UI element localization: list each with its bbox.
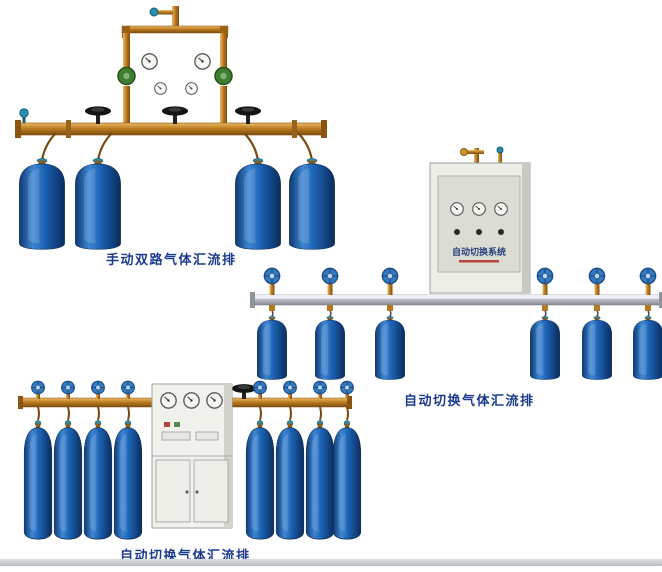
pigtail-hoses xyxy=(40,132,314,161)
valve-fitting xyxy=(460,148,468,156)
gas-cylinder xyxy=(256,316,288,380)
pigtail-hoses xyxy=(37,406,349,421)
door-handle xyxy=(185,490,189,494)
control-knob xyxy=(498,229,504,235)
pressure-gauge xyxy=(160,392,177,409)
station-valves xyxy=(31,380,354,399)
blue-handwheel xyxy=(321,267,339,285)
indicator-light xyxy=(174,422,180,427)
gas-cylinder xyxy=(529,316,561,380)
gas-cylinder xyxy=(75,158,121,250)
blue-handwheel xyxy=(536,267,554,285)
pressure-gauge xyxy=(194,53,211,70)
gas-cylinder xyxy=(19,158,65,250)
station-valves xyxy=(263,267,657,295)
pressure-regulator xyxy=(214,66,233,86)
blue-handwheel xyxy=(283,380,297,395)
caption-auto-switch-cabinet-manifold: 自动切换气体汇流排 xyxy=(404,394,535,409)
pressure-gauge xyxy=(494,202,508,216)
control-cabinet xyxy=(151,383,233,529)
pressure-gauge xyxy=(206,392,223,409)
pressure-gauge xyxy=(154,82,167,95)
blue-handwheel xyxy=(340,380,354,395)
black-handwheel xyxy=(234,106,262,116)
teal-valve-knob xyxy=(149,7,159,17)
black-handwheel xyxy=(84,106,112,116)
gas-cylinder xyxy=(275,420,305,540)
cabinet-door xyxy=(155,459,191,523)
gas-cylinder xyxy=(332,420,362,540)
black-handwheel xyxy=(161,106,189,116)
gas-cylinder xyxy=(314,316,346,380)
manifold-pipe xyxy=(15,108,327,138)
teal-valve-knob xyxy=(19,108,29,118)
caption-manual-dual-manifold: 手动双路气体汇流排 xyxy=(106,253,237,268)
pressure-gauge xyxy=(472,202,486,216)
cabinet-door xyxy=(193,459,229,523)
manual-manifold-illustration xyxy=(15,6,335,250)
blue-handwheel xyxy=(639,267,657,285)
blue-handwheel xyxy=(588,267,606,285)
gas-cylinder xyxy=(83,420,113,540)
manifold-pipe xyxy=(250,292,662,308)
pressure-gauge xyxy=(183,392,200,409)
pressure-gauge xyxy=(185,82,198,95)
auto-manifold-floor-illustration xyxy=(18,380,362,540)
header-pipe-assembly xyxy=(117,6,233,124)
pressure-regulator xyxy=(117,66,136,86)
shutoff-valve xyxy=(231,384,257,399)
indicator-light xyxy=(164,422,170,427)
blue-handwheel xyxy=(31,380,45,395)
cylinder-stations xyxy=(256,267,662,380)
cabinet-label: 自动切换系统 xyxy=(452,246,506,258)
gas-cylinder xyxy=(581,316,613,380)
gas-cylinder xyxy=(53,420,83,540)
black-handwheel xyxy=(231,384,257,393)
blue-handwheel xyxy=(313,380,327,395)
door-handle xyxy=(195,490,199,494)
bottom-divider xyxy=(0,559,662,566)
gas-cylinder xyxy=(632,316,662,380)
blue-handwheel xyxy=(253,380,267,395)
gas-cylinder xyxy=(113,420,143,540)
product-auto-switch-floor-manifold xyxy=(16,380,364,548)
control-knob xyxy=(454,229,460,235)
pressure-gauge xyxy=(450,202,464,216)
blue-handwheel xyxy=(121,380,135,395)
blue-handwheel xyxy=(381,267,399,285)
product-auto-switch-cabinet-manifold: 自动切换系统 xyxy=(250,146,662,388)
blue-handwheel xyxy=(263,267,281,285)
gas-cylinder xyxy=(305,420,335,540)
auto-manifold-illustration: 自动切换系统 xyxy=(250,146,662,380)
control-knob xyxy=(476,229,482,235)
gas-cylinder xyxy=(245,420,275,540)
blue-handwheel xyxy=(61,380,75,395)
blue-handwheel xyxy=(91,380,105,395)
gas-cylinder xyxy=(374,316,406,380)
pressure-gauge xyxy=(141,53,158,70)
teal-valve-knob xyxy=(496,146,504,154)
gas-cylinder xyxy=(23,420,53,540)
product-manual-dual-manifold xyxy=(8,6,344,250)
control-cabinet: 自动切换系统 xyxy=(429,146,531,294)
shutoff-valves xyxy=(84,106,262,124)
station-hoses xyxy=(269,305,651,323)
